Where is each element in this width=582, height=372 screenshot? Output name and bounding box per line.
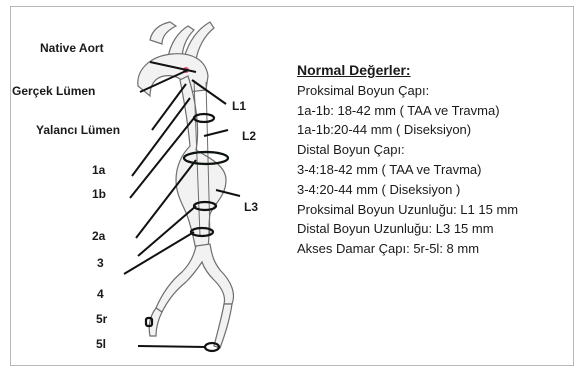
label-4: 4: [97, 287, 104, 301]
panel-line: 3-4:18-42 mm ( TAA ve Travma): [297, 160, 577, 180]
panel-line: Distal Boyun Çapı:: [297, 140, 577, 160]
panel-line: Proksimal Boyun Uzunluğu: L1 15 mm: [297, 200, 577, 220]
label-1a: 1a: [92, 163, 106, 177]
label-5l: 5l: [96, 337, 106, 351]
label-l2: L2: [242, 129, 256, 143]
label-l3: L3: [244, 200, 258, 214]
label-1b: 1b: [92, 187, 106, 201]
label-yalanci-lumen: Yalancı Lümen: [36, 123, 120, 137]
normal-values-panel: Normal Değerler: Proksimal Boyun Çapı: 1…: [297, 61, 577, 259]
label-gercek-lumen: Gerçek Lümen: [12, 84, 95, 98]
panel-line: Distal Boyun Uzunluğu: L3 15 mm: [297, 219, 577, 239]
panel-line: 1a-1b:20-44 mm ( Diseksiyon): [297, 120, 577, 140]
panel-line: Proksimal Boyun Çapı:: [297, 81, 577, 101]
label-l1: L1: [232, 99, 246, 113]
label-5r: 5r: [96, 312, 108, 326]
label-2a: 2a: [92, 229, 106, 243]
panel-line: Akses Damar Çapı: 5r-5l: 8 mm: [297, 239, 577, 259]
label-3: 3: [97, 256, 104, 270]
panel-line: 1a-1b: 18-42 mm ( TAA ve Travma): [297, 101, 577, 121]
panel-line: 3-4:20-44 mm ( Diseksiyon ): [297, 180, 577, 200]
aorta-diagram: Native Aort Gerçek Lümen Yalancı Lümen L…: [0, 0, 300, 372]
label-native-aort: Native Aort: [40, 41, 104, 55]
panel-title: Normal Değerler:: [297, 61, 577, 81]
